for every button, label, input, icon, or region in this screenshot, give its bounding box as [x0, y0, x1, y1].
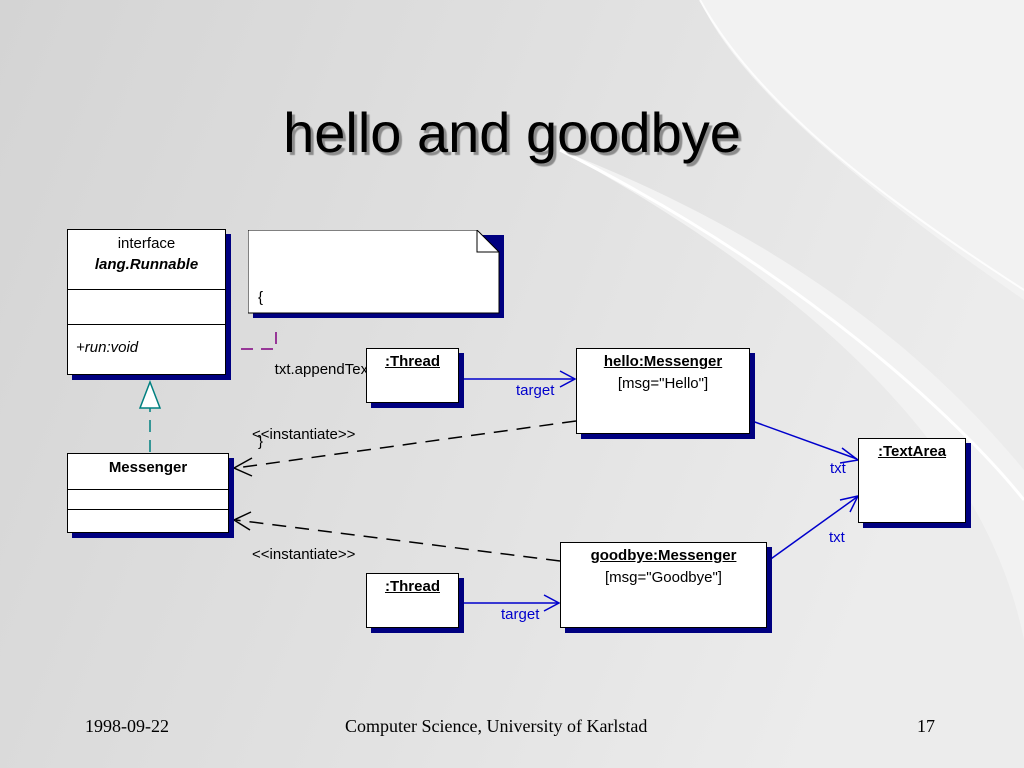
txt-hello-line	[751, 420, 858, 460]
runnable-attributes	[68, 289, 225, 324]
instantiate-hello-arrowhead	[232, 457, 253, 477]
footer-center: Computer Science, University of Karlstad	[345, 716, 648, 736]
note-anchor-line	[241, 328, 277, 350]
target-hello-label: target	[516, 382, 555, 399]
goodbye-messenger-attr: [msg="Goodbye"]	[605, 569, 722, 586]
footer-page-number: 17	[917, 716, 935, 736]
realization-arrowhead	[138, 379, 162, 409]
runnable-stereotype: interface	[117, 235, 176, 252]
thread-hello-box: :Thread	[366, 348, 459, 403]
messenger-operations	[68, 509, 228, 532]
footer-date: 1998-09-22	[85, 716, 169, 736]
hello-messenger-box: hello:Messenger [msg="Hello"]	[576, 348, 750, 434]
instantiate-goodbye-line	[235, 519, 561, 562]
thread-hello-name: :Thread	[384, 353, 440, 370]
hello-messenger-name: hello:Messenger	[603, 353, 723, 370]
runnable-operation: +run:void	[76, 339, 139, 356]
target-goodbye-arrowhead	[543, 594, 561, 612]
instantiate-goodbye-label: <<instantiate>>	[252, 546, 356, 563]
goodbye-messenger-box: goodbye:Messenger [msg="Goodbye"]	[560, 542, 767, 628]
runnable-operations: +run:void	[68, 324, 225, 374]
thread-goodbye-box: :Thread	[366, 573, 459, 628]
runnable-name: lang.Runnable	[94, 256, 199, 273]
txt-goodbye-label: txt	[829, 529, 845, 546]
messenger-class-name: Messenger	[108, 459, 188, 476]
instantiate-hello-label: <<instantiate>>	[252, 426, 356, 443]
txt-hello-label: txt	[830, 460, 846, 477]
thread-goodbye-name: :Thread	[384, 578, 440, 595]
instantiate-goodbye-arrowhead	[232, 511, 252, 531]
txt-goodbye-line	[767, 496, 858, 562]
messenger-class-box: Messenger	[67, 453, 229, 533]
slide-title: hello and goodbye	[283, 101, 741, 164]
textarea-box: :TextArea	[858, 438, 966, 523]
code-note: { txt.appendText(msg); }	[248, 230, 504, 450]
target-goodbye-label: target	[501, 606, 540, 623]
hello-messenger-attr: [msg="Hello"]	[617, 375, 709, 392]
note-line-3: }	[258, 433, 264, 450]
textarea-name: :TextArea	[877, 443, 947, 460]
messenger-attributes	[68, 489, 228, 509]
target-hello-arrowhead	[559, 370, 577, 388]
note-line-1: {	[258, 289, 264, 306]
goodbye-messenger-name: goodbye:Messenger	[590, 547, 737, 564]
instantiate-hello-line	[235, 420, 577, 469]
runnable-interface-box: interface lang.Runnable +run:void	[67, 229, 226, 375]
